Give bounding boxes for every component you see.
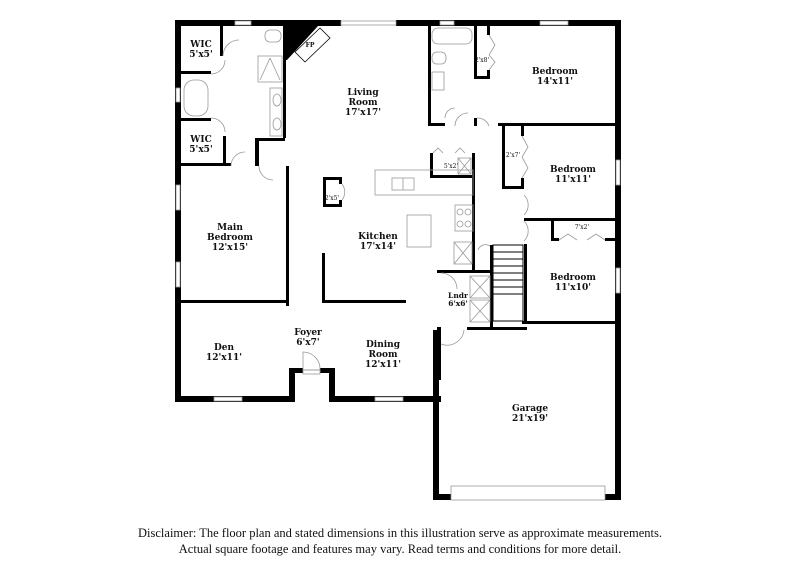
room-name: Foyer	[294, 328, 322, 338]
room-label-laundry: Lndr 6'x6'	[448, 292, 468, 308]
room-label-dining-room: Dining Room 12'x11'	[365, 340, 401, 370]
room-dims: 17'x14'	[360, 242, 396, 252]
room-label-den: Den 12'x11'	[206, 343, 242, 363]
room-dims: 12'x11'	[365, 360, 401, 370]
fixtures	[183, 27, 606, 375]
room-label-bedroom-2: Bedroom 11'x11'	[550, 165, 596, 185]
room-name-line2: Bedroom	[207, 233, 253, 243]
room-label-bedroom-3: Bedroom 11'x10'	[550, 273, 596, 293]
disclaimer: Disclaimer: The floor plan and stated di…	[0, 525, 800, 557]
room-label-main-bedroom: Main Bedroom 12'x15'	[207, 223, 253, 253]
room-name-line1: Dining	[365, 340, 401, 350]
stairs	[492, 244, 524, 322]
room-label-living-room: Living Room 17'x17'	[345, 88, 381, 118]
room-dims: 12'x11'	[206, 353, 242, 363]
exterior-walls	[175, 20, 621, 500]
closet-label-bedroom-1: 2'x8'	[474, 57, 490, 64]
room-name: Den	[213, 343, 235, 353]
room-dims: 6'x6'	[448, 299, 468, 308]
room-dims: 21'x19'	[512, 414, 548, 424]
room-name-line1: Main	[217, 223, 243, 233]
room-name: Garage	[511, 404, 549, 414]
room-name-line2: Room	[348, 98, 378, 108]
room-name: Bedroom	[532, 67, 578, 77]
room-dims: 11'x11'	[555, 175, 591, 185]
fireplace	[285, 26, 331, 63]
room-label-bedroom-1: Bedroom 14'x11'	[532, 67, 578, 87]
room-name: WIC	[190, 40, 212, 50]
fireplace-label: FP	[305, 42, 315, 49]
room-name: WIC	[190, 135, 212, 145]
room-dims: 12'x15'	[212, 243, 248, 253]
room-label-garage: Garage 21'x19'	[512, 404, 548, 424]
disclaimer-line-2: Actual square footage and features may v…	[178, 542, 622, 556]
room-dims: 17'x17'	[345, 108, 381, 118]
room-dims: 5'x5'	[189, 50, 213, 60]
room-label-wic-bottom: WIC 5'x5'	[189, 135, 212, 155]
room-name-line1: Living	[347, 88, 379, 98]
closet-label-bedroom-2: 2'x7'	[505, 152, 521, 159]
room-label-foyer: Foyer 6'x7'	[294, 328, 322, 348]
room-label-kitchen: Kitchen 17'x14'	[358, 232, 398, 252]
closet-label-pantry: 5'x2'	[443, 163, 459, 170]
room-dims: 5'x5'	[189, 145, 213, 155]
interior-walls	[181, 26, 615, 380]
room-dims: 6'x7'	[296, 338, 320, 348]
room-name: Kitchen	[358, 232, 398, 242]
windows	[175, 20, 621, 501]
room-name: Lndr	[448, 291, 468, 300]
closet-label-bedroom-3: 7'x2'	[574, 224, 590, 231]
room-name: Bedroom	[550, 273, 596, 283]
room-name: Bedroom	[550, 165, 596, 175]
closet-label-kitchen: 2'x5'	[324, 195, 340, 202]
room-name-line2: Room	[368, 350, 398, 360]
room-dims: 11'x10'	[555, 283, 591, 293]
room-label-wic-top: WIC 5'x5'	[189, 40, 212, 60]
room-dims: 14'x11'	[537, 77, 573, 87]
disclaimer-line-1: Disclaimer: The floor plan and stated di…	[138, 526, 662, 540]
